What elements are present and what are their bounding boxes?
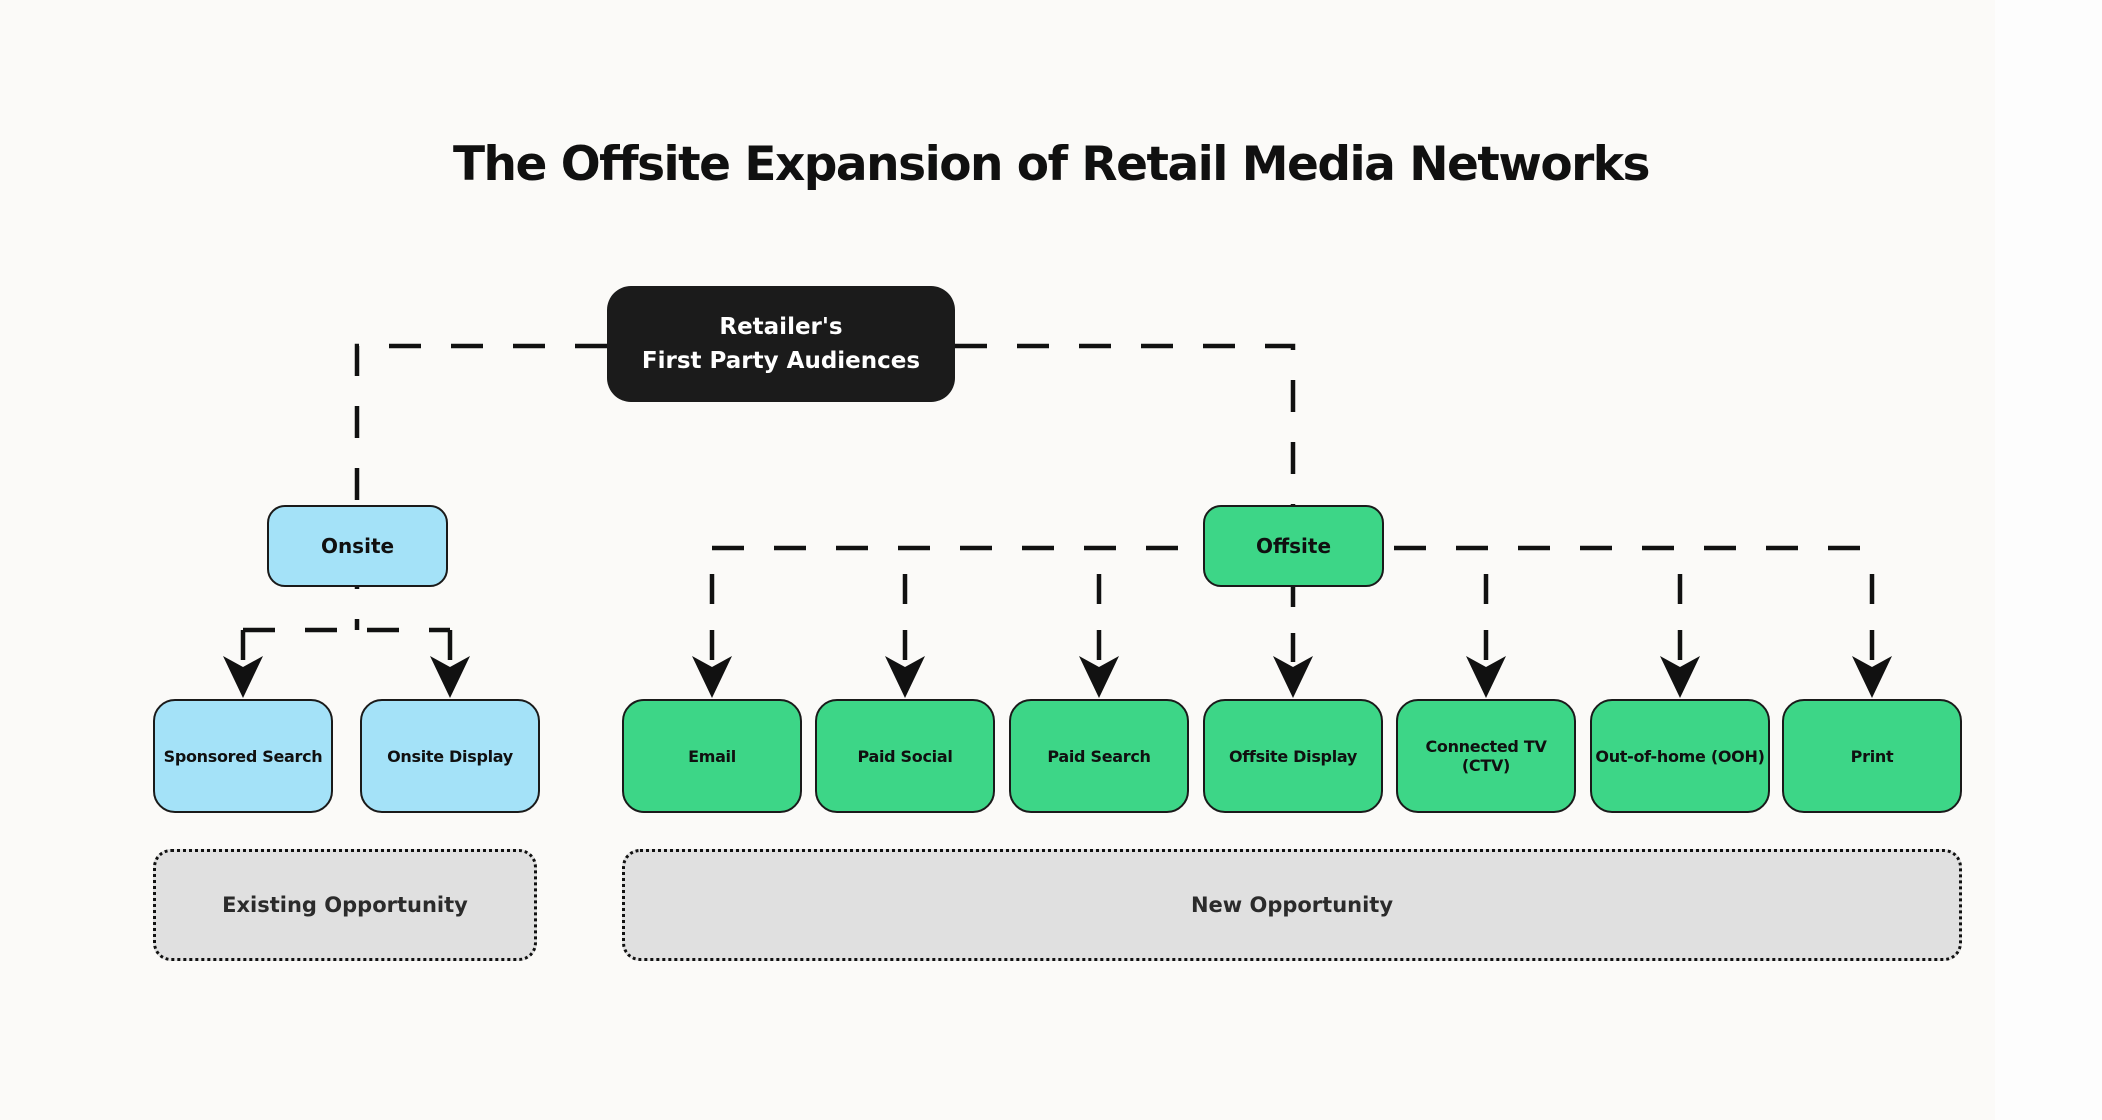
node-print: Print: [1782, 699, 1962, 813]
arrowhead-ctv: [1466, 656, 1506, 698]
edge-root-offsite: [955, 343, 1296, 505]
root-node-label: Retailer's First Party Audiences: [642, 310, 920, 378]
diagram-title: The Offsite Expansion of Retail Media Ne…: [452, 137, 1651, 192]
group-new-opportunity: New Opportunity: [622, 849, 1962, 961]
existing-opportunity-label: Existing Opportunity: [222, 893, 468, 917]
arrowhead-offsite-display: [1273, 656, 1313, 698]
arrowhead-sponsored-search: [223, 656, 263, 698]
arrowhead-paid-social: [885, 656, 925, 698]
root-label-line1: Retailer's: [719, 314, 843, 340]
node-sponsored-search: Sponsored Search: [153, 699, 333, 813]
node-connected-tv: Connected TV (CTV): [1396, 699, 1576, 813]
new-opportunity-label: New Opportunity: [1190, 893, 1394, 917]
email-label: Email: [688, 746, 736, 766]
arrowhead-email: [692, 656, 732, 698]
onsite-label: Onsite: [320, 534, 395, 558]
out-of-home-label: Out-of-home (OOH): [1595, 746, 1765, 766]
node-paid-search: Paid Search: [1009, 699, 1189, 813]
connected-tv-label: Connected TV (CTV): [1425, 737, 1547, 775]
arrowhead-paid-search: [1079, 656, 1119, 698]
arrowhead-onsite-display: [430, 656, 470, 698]
canvas-right-edge: [1995, 0, 2102, 1120]
sponsored-search-label: Sponsored Search: [163, 746, 323, 766]
arrowhead-ooh: [1660, 656, 1700, 698]
node-paid-social: Paid Social: [815, 699, 995, 813]
paid-search-label: Paid Search: [1047, 746, 1151, 766]
onsite-display-label: Onsite Display: [387, 746, 513, 766]
node-offsite-display: Offsite Display: [1203, 699, 1383, 813]
offsite-label: Offsite: [1255, 534, 1332, 558]
edge-root-onsite: [354, 343, 607, 505]
offsite-display-label: Offsite Display: [1228, 746, 1358, 766]
node-retailers-first-party-audiences: Retailer's First Party Audiences: [607, 286, 955, 402]
node-email: Email: [622, 699, 802, 813]
root-label-line2: First Party Audiences: [641, 348, 921, 374]
paid-social-label: Paid Social: [857, 746, 953, 766]
node-out-of-home: Out-of-home (OOH): [1590, 699, 1770, 813]
arrowhead-print: [1852, 656, 1892, 698]
node-onsite-display: Onsite Display: [360, 699, 540, 813]
group-existing-opportunity: Existing Opportunity: [153, 849, 537, 961]
print-label: Print: [1850, 746, 1894, 766]
node-onsite: Onsite: [267, 505, 448, 587]
node-offsite: Offsite: [1203, 505, 1384, 587]
